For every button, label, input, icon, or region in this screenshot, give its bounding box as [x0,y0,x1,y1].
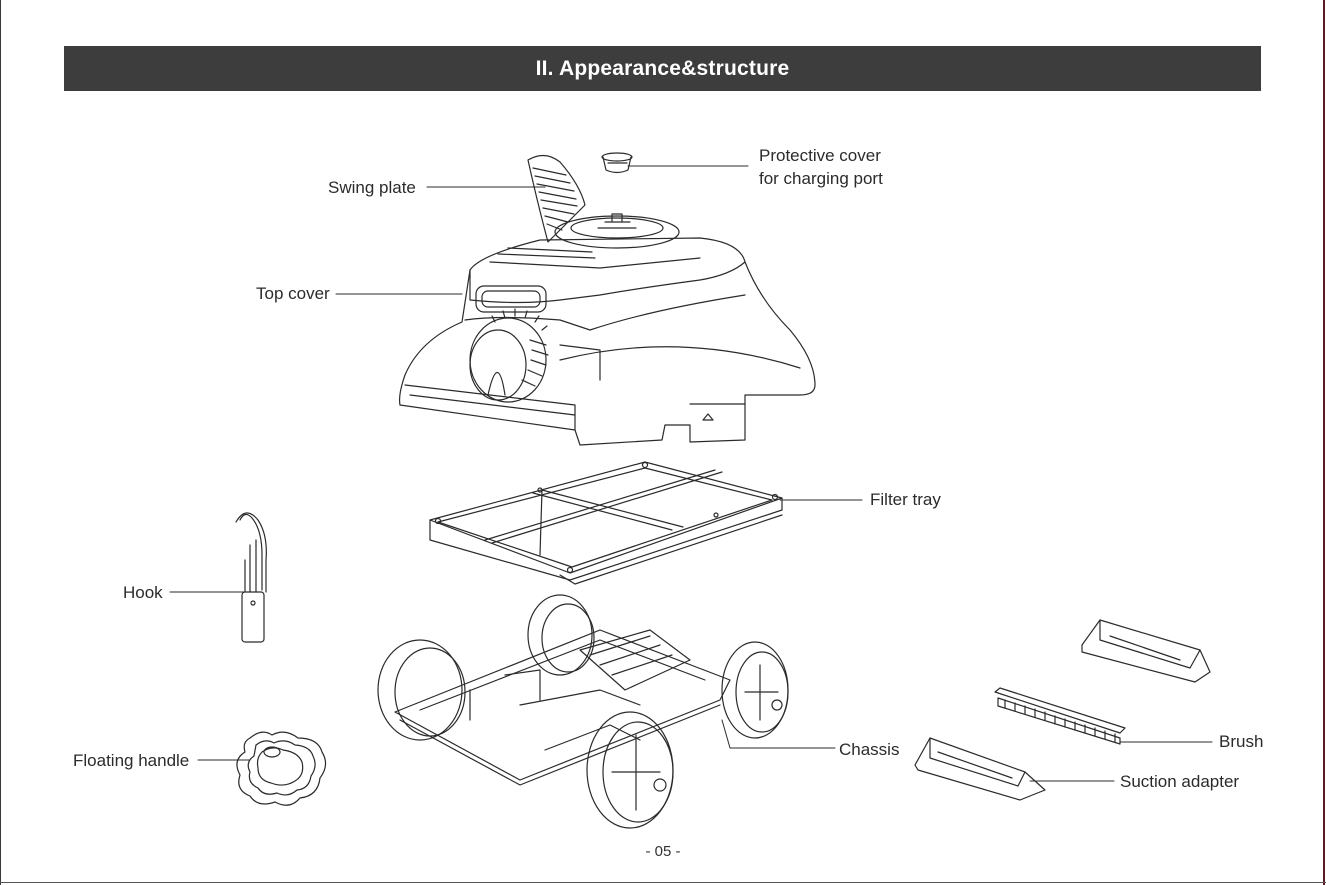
suction-adapter-upper-drawing [1082,620,1210,682]
label-protective-cover-line2: for charging port [759,168,883,190]
brush-drawing [995,688,1125,744]
hook-drawing [236,513,266,642]
label-floating-handle: Floating handle [73,750,189,772]
label-brush: Brush [1219,731,1263,753]
label-chassis: Chassis [839,739,899,761]
label-protective-cover-line1: Protective cover [759,145,881,167]
protective-cover-drawing [602,153,632,173]
suction-adapter-lower-drawing [915,738,1045,800]
label-top-cover: Top cover [256,283,330,305]
filter-tray-drawing [430,462,782,584]
chassis-drawing [378,595,788,828]
label-swing-plate: Swing plate [328,177,416,199]
top-cover-drawing [400,214,815,445]
page-number: - 05 - [0,843,1326,860]
label-suction-adapter: Suction adapter [1120,771,1239,793]
label-filter-tray: Filter tray [870,489,941,511]
label-hook: Hook [123,582,163,604]
floating-handle-drawing [237,732,326,805]
